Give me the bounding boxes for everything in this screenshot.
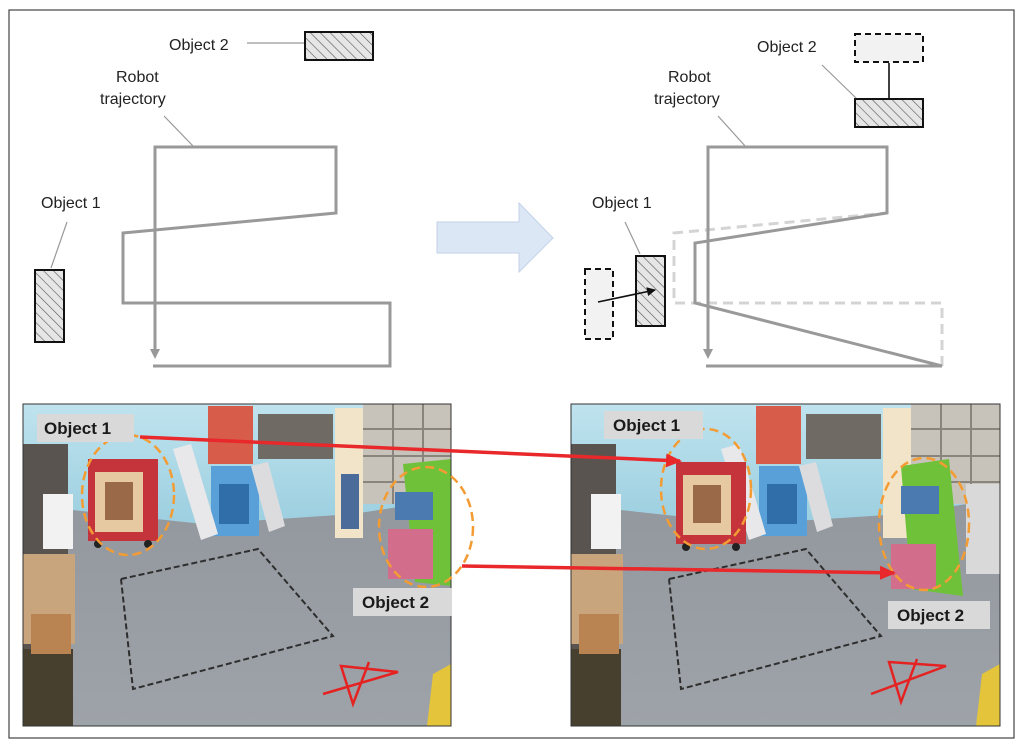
object2-label: Object 2 [169,37,229,54]
trajectory-leader-line [717,115,747,148]
robot-trajectory-label-line1: Robot [668,69,711,86]
object2-correspondence-arrow [461,564,896,580]
object2-highlight-ellipse [377,465,475,589]
trajectory-leader-line [163,115,195,148]
diagram-before: Object 2 Robot trajectory Object 1 [34,31,392,368]
object2-highlight-ellipse [877,456,971,592]
object1-leader-line [624,221,641,255]
transition-arrow [436,201,554,274]
object2-leader-line [821,64,857,99]
old-trajectory-path [672,211,944,366]
object2-old-box [854,33,924,63]
object1-box [34,269,65,343]
object2-label-box [353,588,452,616]
object1-label: Object 1 [44,419,111,438]
photo-before: Object 1 Object 2 [22,403,475,727]
robot-trajectory-path [121,145,392,368]
diagram-after: Object 2 Robot trajectory Object 1 [584,33,944,368]
object1-label: Object 1 [41,195,101,212]
object1-label-box [604,411,703,439]
object1-label: Object 1 [613,416,680,435]
object1-highlight-ellipse [80,433,176,557]
robot-trajectory-label-line2: trajectory [654,91,720,108]
object1-leader-line [50,221,68,269]
robot-trajectory-label-line2: trajectory [100,91,166,108]
object2-label: Object 2 [897,606,964,625]
object2-label: Object 2 [362,593,429,612]
robot-trajectory-label-line1: Robot [116,69,159,86]
robot-trajectory-path [693,145,943,368]
photo-after-border [570,403,1001,727]
object1-correspondence-arrow [139,435,682,468]
object2-box [854,98,924,128]
object1-highlight-ellipse [659,427,753,551]
object2-label: Object 2 [757,39,817,56]
object1-old-box [584,268,614,340]
object1-move-arrow [597,287,656,303]
photo-before-border [22,403,452,727]
object2-label-box [888,601,990,629]
object1-label: Object 1 [592,195,652,212]
object2-box [304,31,374,61]
photo-after: Object 1 Object 2 [570,403,1001,727]
object1-label-box [37,414,134,442]
